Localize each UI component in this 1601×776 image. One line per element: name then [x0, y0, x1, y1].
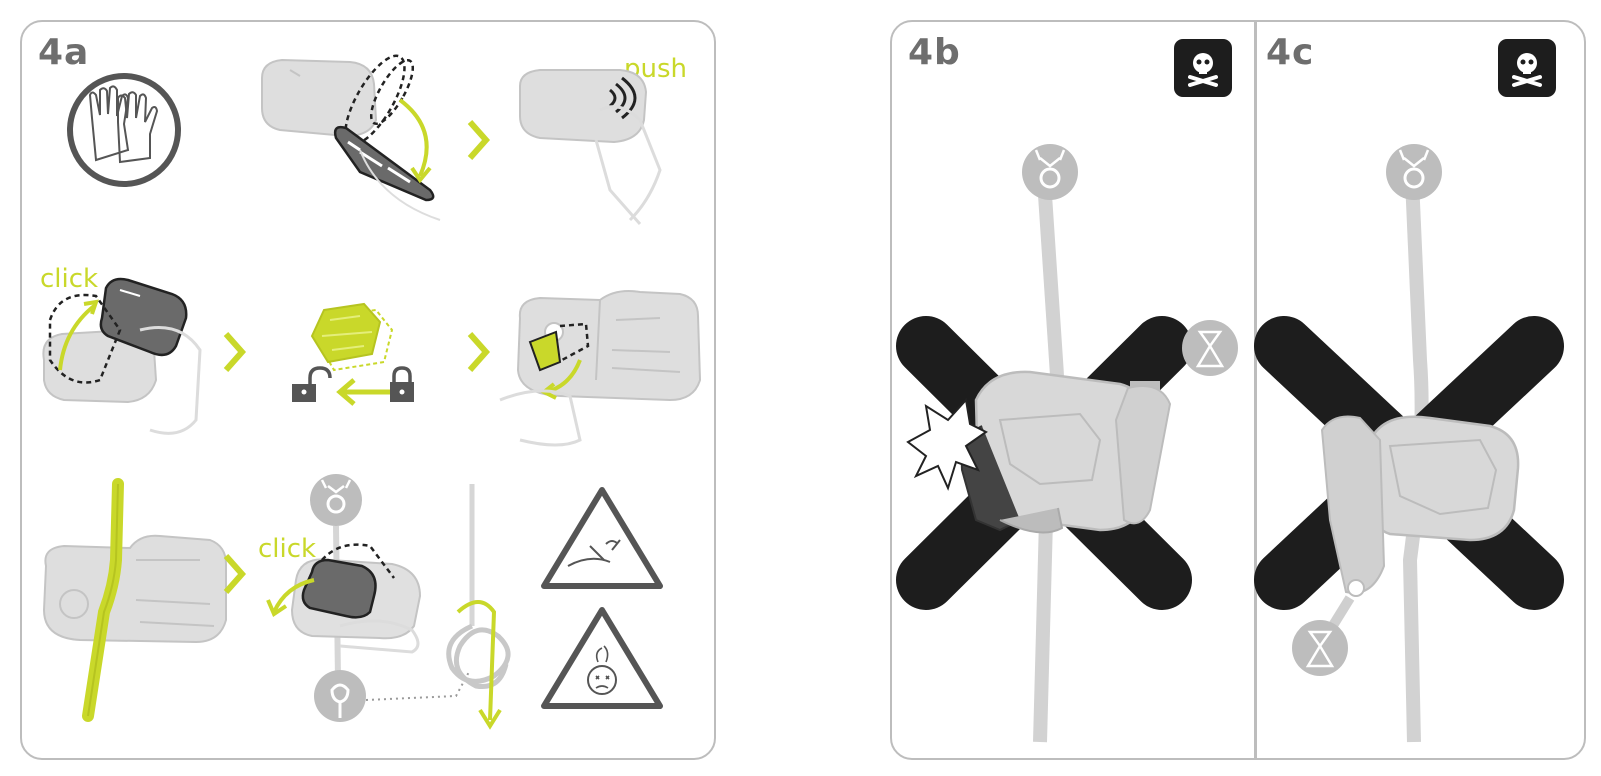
- skull-crossbones-icon: [1174, 39, 1232, 97]
- stopper-knot: [446, 484, 511, 730]
- padlock-closed-icon: [390, 366, 414, 402]
- arrow-next: [467, 332, 491, 372]
- click-annotation-top: click: [40, 264, 99, 294]
- panel-divider: [1254, 22, 1257, 758]
- arrow-next: [223, 554, 247, 594]
- gloves-icon: [67, 73, 181, 187]
- device-4c-misuse: [1254, 144, 1564, 743]
- cam-lock: [310, 302, 394, 372]
- device-on-rope: [42, 478, 227, 722]
- click-annotation-bottom: click: [258, 534, 317, 564]
- warning-triangle-icon: [541, 487, 663, 589]
- arrow-next: [223, 332, 247, 372]
- device-4b-misuse: [896, 144, 1238, 743]
- device-push: [519, 69, 662, 225]
- step-label-4a: 4a: [38, 32, 90, 73]
- device-cam-release: [499, 290, 702, 447]
- warning-triangle-icon: [541, 607, 663, 709]
- device-open-latch: [261, 54, 441, 221]
- arrow-next: [467, 120, 491, 160]
- padlock-open-icon: [292, 366, 332, 402]
- arrow-lock: [336, 378, 392, 406]
- step-label-4b: 4b: [908, 32, 961, 73]
- device-click-close: [42, 277, 202, 435]
- step-label-4c: 4c: [1266, 32, 1315, 73]
- device-closing-on-rope: [266, 474, 471, 722]
- skull-crossbones-icon: [1498, 39, 1556, 97]
